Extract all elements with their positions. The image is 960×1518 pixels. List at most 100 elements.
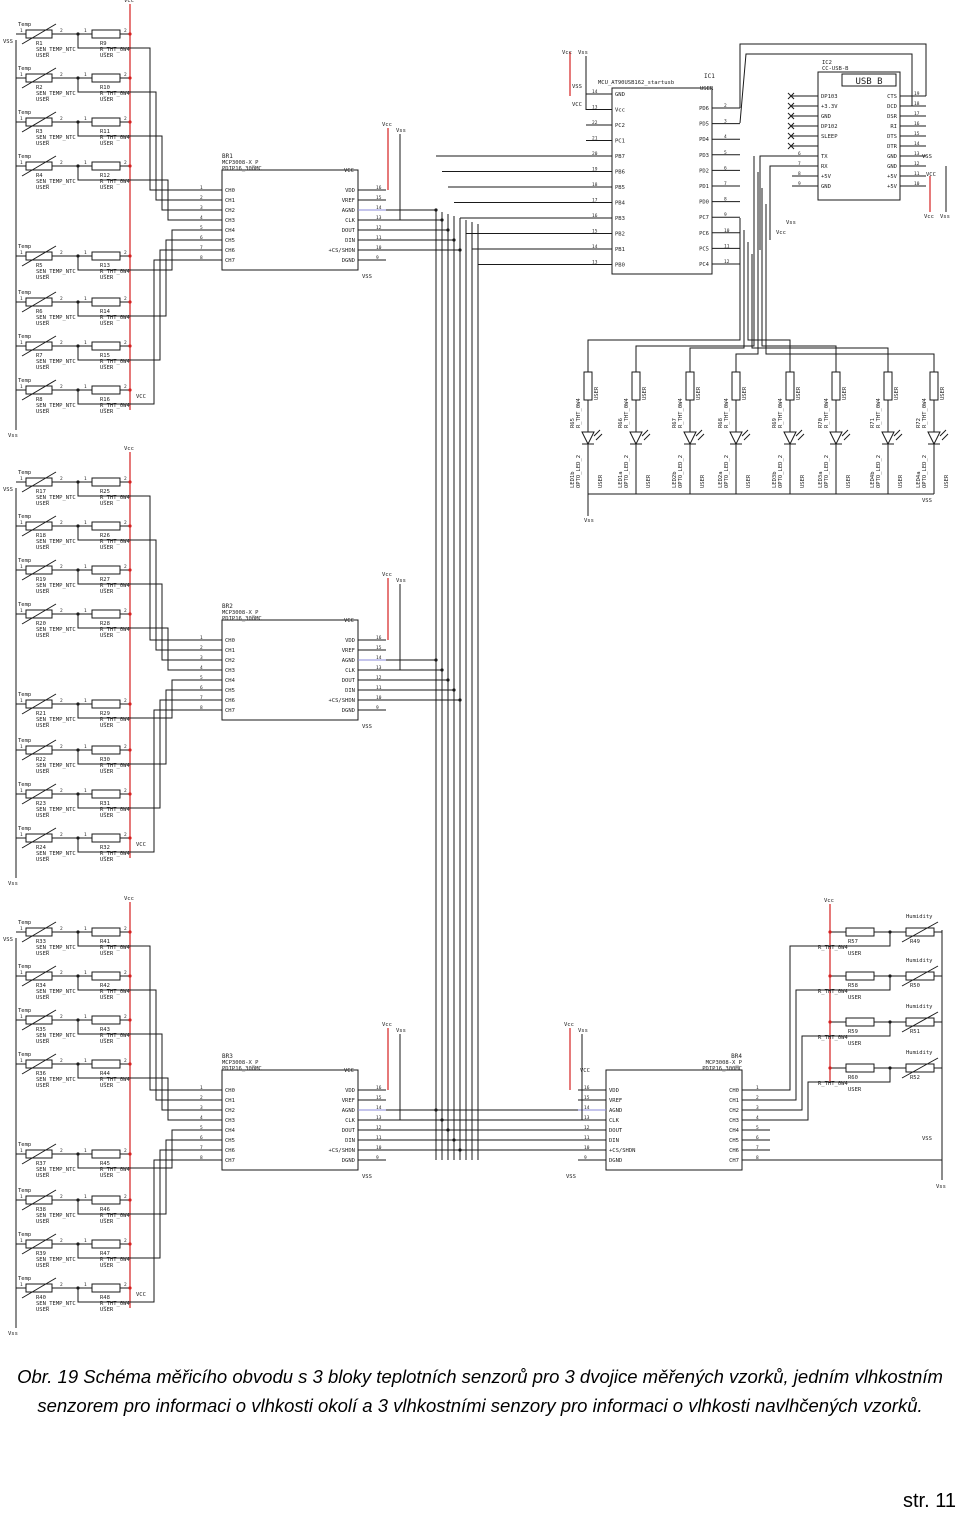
ntc-diagonal [21,1143,57,1165]
led-resistor-body [929,371,939,401]
pin-number: 2 [60,384,63,390]
led-light-arrow [595,433,603,441]
humidity-sensor-diagonal [901,921,939,943]
adc-pin-name: CH5 [729,1138,739,1144]
mcu-pin-number: 5 [724,150,727,156]
sensor-ref: R6 [36,309,43,315]
led-light-arrow [941,433,949,441]
sensor-part: SEN_TEMP_NTC [36,989,76,995]
mcu-pin-name: PB4 [615,201,626,207]
ntc-diagonal [21,23,57,45]
resistor-body [91,521,121,531]
humidity-resistor-body [845,971,875,981]
mcu-pin-number: 15 [592,229,598,235]
vcc-junction [828,930,832,934]
usb-pin-number: 10 [914,181,920,187]
sensor-type-label: Temp [18,66,31,72]
resistor-body [91,927,121,937]
vcc-net-label: VCC [572,102,582,108]
resistor-part: R_THT_0W4 [100,627,130,633]
pin-number: 2 [124,340,127,346]
pin-number: 1 [20,1148,23,1154]
mcu-pin-number: 16 [592,213,598,219]
resistor-ref: R11 [100,129,110,135]
vss-net-label: VSS [3,487,13,493]
resistor-ref: R16 [100,397,110,403]
adc-pin-number: 15 [584,1095,590,1101]
led-ref: LED2a [718,471,724,488]
pin-number: 2 [124,1148,127,1154]
sensor-part: SEN_TEMP_NTC [36,179,76,185]
mcu-pin-name: PC2 [615,123,625,129]
led-light-arrow [593,429,601,437]
mcu-pin-number: 18 [592,182,598,188]
led-ref: LED3b [772,471,778,488]
sensor-package: USER [36,813,50,819]
ntc-diagonal [21,245,57,267]
ntc-diagonal [21,559,57,581]
vcc-net-label: Vcc [124,0,134,4]
led-part: OPTO_LED_2 [624,455,630,488]
pin-number: 1 [84,970,87,976]
led-resistor-part: R_THT_0W4 [724,398,730,428]
pin-number: 2 [124,476,127,482]
led-resistor-part: R_THT_0W4 [824,398,830,428]
vcc-junction [128,254,132,258]
adc-pin-name: +CS/SHDN [329,1148,356,1154]
usb-pin-number: 13 [914,151,920,157]
page-number: str. 11 [903,1490,956,1512]
mcu-pin-name: PB3 [615,216,625,222]
resistor-body [91,1149,121,1159]
pin-number: 2 [124,832,127,838]
pin-number: 1 [84,250,87,256]
mcu-chip-body [611,87,713,275]
sensor-type-label: Temp [18,334,31,340]
adc-pin-number: 2 [200,1095,203,1101]
resistor-package: USER [100,951,114,957]
sensor-ref: R39 [36,1251,46,1257]
resistor-ref: R28 [100,621,110,627]
adc-pin-name: DGND [342,258,355,264]
pin-number: 1 [20,296,23,302]
mcu-pin-number: 7 [724,181,727,187]
adc-pin-number: 1 [756,1085,759,1091]
pin-number: 1 [84,608,87,614]
resistor-part: R_THT_0W4 [100,717,130,723]
pin-number: 2 [124,1014,127,1020]
pin-number: 1 [20,926,23,932]
adc-pin-name: DIN [609,1138,619,1144]
vss-net-label: Vss [940,214,950,220]
led-diode-symbol [683,431,697,446]
resistor-package: USER [100,409,114,415]
usb-pin-name: +5V [887,184,898,190]
mcu-pin-name: PB5 [615,185,625,191]
mcu-pin-number: 10 [724,228,730,234]
pin-number: 1 [20,160,23,166]
humidity-label: Humidity [906,1004,933,1010]
sensor-type-label: Temp [18,22,31,28]
no-connect-mark [787,122,795,130]
vcc-junction [128,524,132,528]
resistor-part: R_THT_0W4 [100,47,130,53]
vss-net-label: VSS [362,274,372,280]
humidity-resistor-part: R_THT_0W4 [818,1081,848,1087]
vss-net-label: VSS [922,154,932,160]
vss-net-label: VSS [3,39,13,45]
channel-wire [77,1139,222,1215]
vcc-net-label: Vcc [564,1022,574,1028]
resistor-part: R_THT_0W4 [100,1033,130,1039]
resistor-body [91,117,121,127]
usb-pin-name: SLEEP [821,134,838,140]
vss-net-label: Vss [578,1028,588,1034]
pin-number: 1 [20,698,23,704]
pin-number: 1 [20,476,23,482]
pin-number: 2 [124,744,127,750]
sensor-ref: R7 [36,353,43,359]
humidity-resistor-part: R_THT_0W4 [818,945,848,951]
pin-number: 2 [60,788,63,794]
vcc-net-label: Vcc [382,572,392,578]
sensor-ref: R36 [36,1071,46,1077]
channel-wire [77,482,222,641]
adc-part: MCP3008-X_P [222,160,259,166]
sensor-ref: R18 [36,533,46,539]
